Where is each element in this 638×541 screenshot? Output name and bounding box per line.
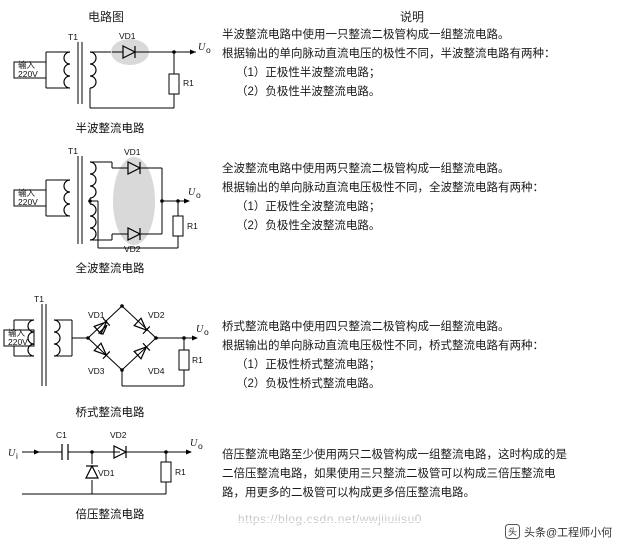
caption-half-wave: 半波整流电路	[75, 123, 145, 135]
desc-line: 半波整流电路中使用一只整流二极管构成一组整流电路。	[222, 29, 510, 41]
schematic-full-wave: 输入 220V	[13, 146, 201, 254]
schematic-half-wave: 输入 220V VD1 U o	[13, 31, 211, 109]
svg-text:输入: 输入	[18, 60, 36, 70]
schematic-bridge: 输入 220V VD1	[3, 294, 209, 387]
svg-text:o: o	[198, 441, 203, 451]
table-header: 电路图 说明	[0, 8, 638, 26]
svg-text:VD4: VD4	[148, 366, 165, 376]
schematic-voltage-multiplier: U i C1 VD2	[8, 430, 203, 495]
svg-text:o: o	[196, 190, 201, 200]
header-col-figure: 电路图	[88, 10, 125, 24]
svg-text:U: U	[188, 187, 196, 198]
desc-line: （2）负极性半波整流电路。	[236, 86, 381, 98]
desc-half-wave: 半波整流电路中使用一只整流二极管构成一组整流电路。 根据输出的单向脉动直流电压的…	[222, 26, 622, 102]
desc-line: （1）正极性桥式整流电路；	[236, 359, 381, 371]
desc-full-wave: 全波整流电路中使用两只整流二极管构成一组整流电路。 根据输出的单向脉动直流电压极…	[222, 160, 622, 236]
desc-line: （1）正极性全波整流电路；	[236, 201, 381, 213]
footer-divider	[0, 521, 638, 522]
caption-bridge: 桥式整流电路	[75, 407, 145, 419]
svg-text:o: o	[206, 45, 211, 55]
caption-full-wave: 全波整流电路	[75, 263, 145, 275]
svg-text:VD3: VD3	[88, 366, 105, 376]
row-full-wave: 输入 220V	[0, 142, 638, 275]
desc-line: （1）正极性半波整流电路；	[236, 67, 381, 79]
header-col-desc: 说明	[400, 10, 425, 24]
svg-text:T1: T1	[68, 146, 78, 156]
svg-text:U: U	[190, 438, 198, 449]
desc-bridge: 桥式整流电路中使用四只整流二极管构成一组整流电路。 根据输出的单向脉动直流电压极…	[222, 318, 622, 394]
caption-voltage-multiplier: 倍压整流电路	[75, 509, 145, 521]
svg-text:i: i	[16, 451, 18, 461]
desc-line: 根据输出的单向脉动直流电压的极性不同，半波整流电路有两种：	[222, 48, 556, 60]
row-bridge: 输入 220V VD1	[0, 286, 638, 419]
desc-line: 二倍压整流电路，如果使用三只整流二极管可以构成三倍压整流电	[222, 468, 556, 480]
svg-text:220V: 220V	[18, 197, 38, 207]
desc-line: 根据输出的单向脉动直流电压极性不同，桥式整流电路有两种：	[222, 340, 544, 352]
desc-line: （2）负极性全波整流电路。	[236, 220, 381, 232]
desc-line: 桥式整流电路中使用四只整流二极管构成一组整流电路。	[222, 321, 510, 333]
svg-text:U: U	[198, 42, 206, 53]
svg-text:VD1: VD1	[124, 147, 141, 157]
svg-text:C1: C1	[56, 430, 67, 440]
desc-line: 全波整流电路中使用两只整流二极管构成一组整流电路。	[222, 163, 510, 175]
label-vd1: VD1	[119, 31, 136, 41]
desc-line: 路，用更多的二极管可以构成更多倍压整流电路。	[222, 487, 475, 499]
svg-text:VD2: VD2	[110, 430, 127, 440]
toutiao-icon: 头	[505, 524, 520, 539]
figure-full-wave: 输入 220V	[0, 142, 218, 275]
svg-text:头: 头	[508, 527, 517, 537]
svg-text:U: U	[196, 324, 204, 335]
svg-text:220V: 220V	[8, 337, 28, 347]
svg-text:VD2: VD2	[148, 310, 165, 320]
row-half-wave: 输入 220V VD1 U o	[0, 26, 638, 136]
svg-text:VD1: VD1	[98, 468, 115, 478]
figure-bridge: 输入 220V VD1	[0, 286, 218, 419]
svg-text:VD2: VD2	[124, 244, 141, 254]
row-voltage-multiplier: U i C1 VD2	[0, 424, 638, 524]
figure-half-wave: 输入 220V VD1 U o	[0, 26, 218, 135]
svg-text:220V: 220V	[18, 69, 38, 79]
svg-text:T1: T1	[34, 294, 44, 304]
label-t1: T1	[68, 32, 78, 42]
svg-text:VD1: VD1	[88, 310, 105, 320]
svg-text:输入: 输入	[8, 328, 26, 338]
desc-line: 倍压整流电路至少使用两只二极管构成一组整流电路，这时构成的是	[222, 449, 567, 461]
desc-voltage-multiplier: 倍压整流电路至少使用两只二极管构成一组整流电路，这时构成的是 二倍压整流电路，如…	[222, 446, 622, 503]
svg-text:R1: R1	[175, 467, 186, 477]
svg-text:R1: R1	[187, 221, 198, 231]
svg-text:R1: R1	[183, 78, 194, 88]
svg-text:R1: R1	[192, 355, 203, 365]
desc-line: （2）负极性桥式整流电路。	[236, 378, 381, 390]
svg-text:输入: 输入	[18, 188, 36, 198]
desc-line: 根据输出的单向脉动直流电压极性不同，全波整流电路有两种：	[222, 182, 544, 194]
svg-text:U: U	[8, 448, 16, 459]
figure-voltage-multiplier: U i C1 VD2	[0, 424, 218, 521]
toutiao-label: 头条@工程师小何	[524, 527, 613, 539]
watermark-url: https://blog.csdn.net/wwjiiuiisu0	[238, 512, 422, 526]
svg-text:o: o	[204, 327, 209, 337]
